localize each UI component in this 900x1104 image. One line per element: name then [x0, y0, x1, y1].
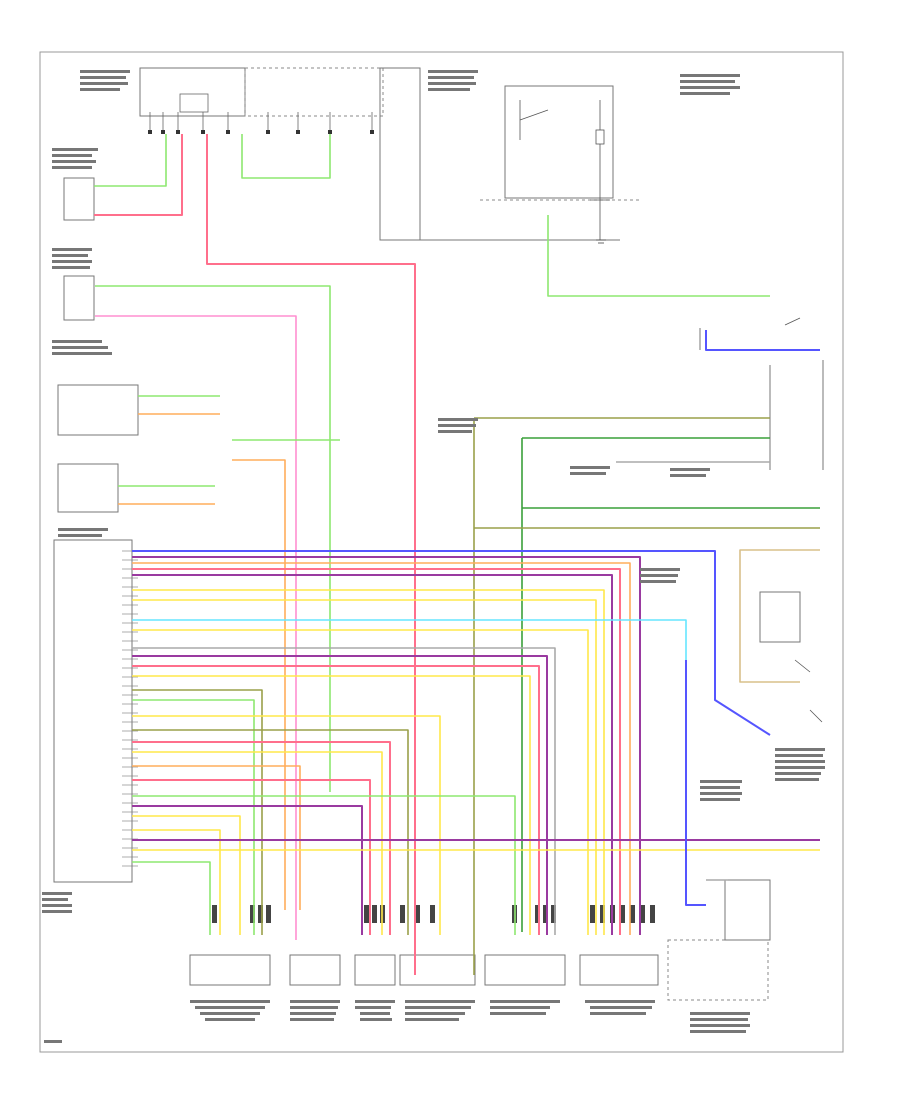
wire-layer: [94, 134, 820, 975]
wire-yellow-30: [132, 629, 589, 935]
bottom-box-6: [579, 954, 659, 986]
wire-yellow-27: [132, 589, 605, 935]
sensor-left-1: [63, 177, 95, 221]
top-pins: [148, 130, 374, 134]
wire-olive-35: [132, 689, 263, 935]
diagram-frame: [39, 51, 844, 1053]
wire-orange-41: [132, 765, 301, 910]
ecm-pin-ticks: [122, 550, 138, 867]
wire-gray-31: [132, 647, 556, 935]
wire-orange-24: [132, 562, 631, 935]
wire-yellow-46: [132, 829, 221, 935]
wire-tan-50: [739, 549, 820, 683]
wire-lightgreen-43: [132, 795, 516, 935]
wire-cyan-29: [132, 619, 687, 905]
relay-box-top-right: [504, 85, 614, 199]
wire-blue-22: [132, 550, 771, 736]
bottom-box-4: [399, 954, 476, 986]
wire-lightgreen-36: [132, 699, 255, 935]
wire-lightgreen-5: [95, 285, 331, 792]
wire-blue-14: [705, 330, 820, 351]
right-switches: [784, 317, 823, 723]
wire-pink-1: [94, 134, 183, 216]
wire-yellow-28: [132, 599, 597, 935]
ground-symbols: [596, 239, 606, 244]
bottom-box-8: [724, 879, 771, 941]
wire-lightpink-6: [95, 315, 297, 940]
wire-pink-25: [132, 568, 621, 935]
bottom-box-3: [354, 954, 396, 986]
wire-pink-39: [132, 741, 391, 935]
sensor-left-4: [57, 463, 119, 513]
bottom-box-2: [289, 954, 341, 986]
wire-blue-51: [685, 660, 706, 906]
right-switch-1: [759, 591, 801, 643]
bottom-box-1: [189, 954, 271, 986]
wire-yellow-40: [132, 751, 383, 935]
wire-yellow-37: [132, 715, 441, 935]
sensor-left-2: [63, 275, 95, 321]
wire-lightgreen-4: [241, 134, 331, 179]
wire-pink-42: [132, 779, 371, 935]
fuse-symbols: [149, 93, 373, 130]
label-marks: [42, 70, 825, 1043]
wire-olive-38: [132, 729, 409, 935]
wire-purple-32: [132, 655, 548, 935]
wire-orange-10: [232, 459, 286, 910]
bottom-box-7-dashed: [667, 939, 769, 1001]
ecm-power-box: [379, 67, 421, 241]
wire-lightgreen-13: [547, 215, 770, 297]
wire-lightgreen-49: [132, 861, 211, 935]
wire-pink-3: [206, 134, 416, 975]
fuse-box-top-left: [139, 67, 246, 117]
wire-lightgreen-2: [94, 134, 167, 187]
wire-purple-44: [132, 805, 363, 935]
fuse-box-dashed: [244, 67, 384, 117]
ecm-main-box: [53, 539, 133, 883]
bottom-box-5: [484, 954, 566, 986]
relay-symbol: [519, 100, 610, 240]
wire-purple-23: [132, 556, 641, 935]
wire-yellow-45: [132, 815, 241, 935]
sensor-left-3: [57, 384, 139, 436]
wire-pink-33: [132, 665, 540, 935]
wire-purple-26: [132, 574, 613, 935]
wire-yellow-34: [132, 675, 531, 935]
